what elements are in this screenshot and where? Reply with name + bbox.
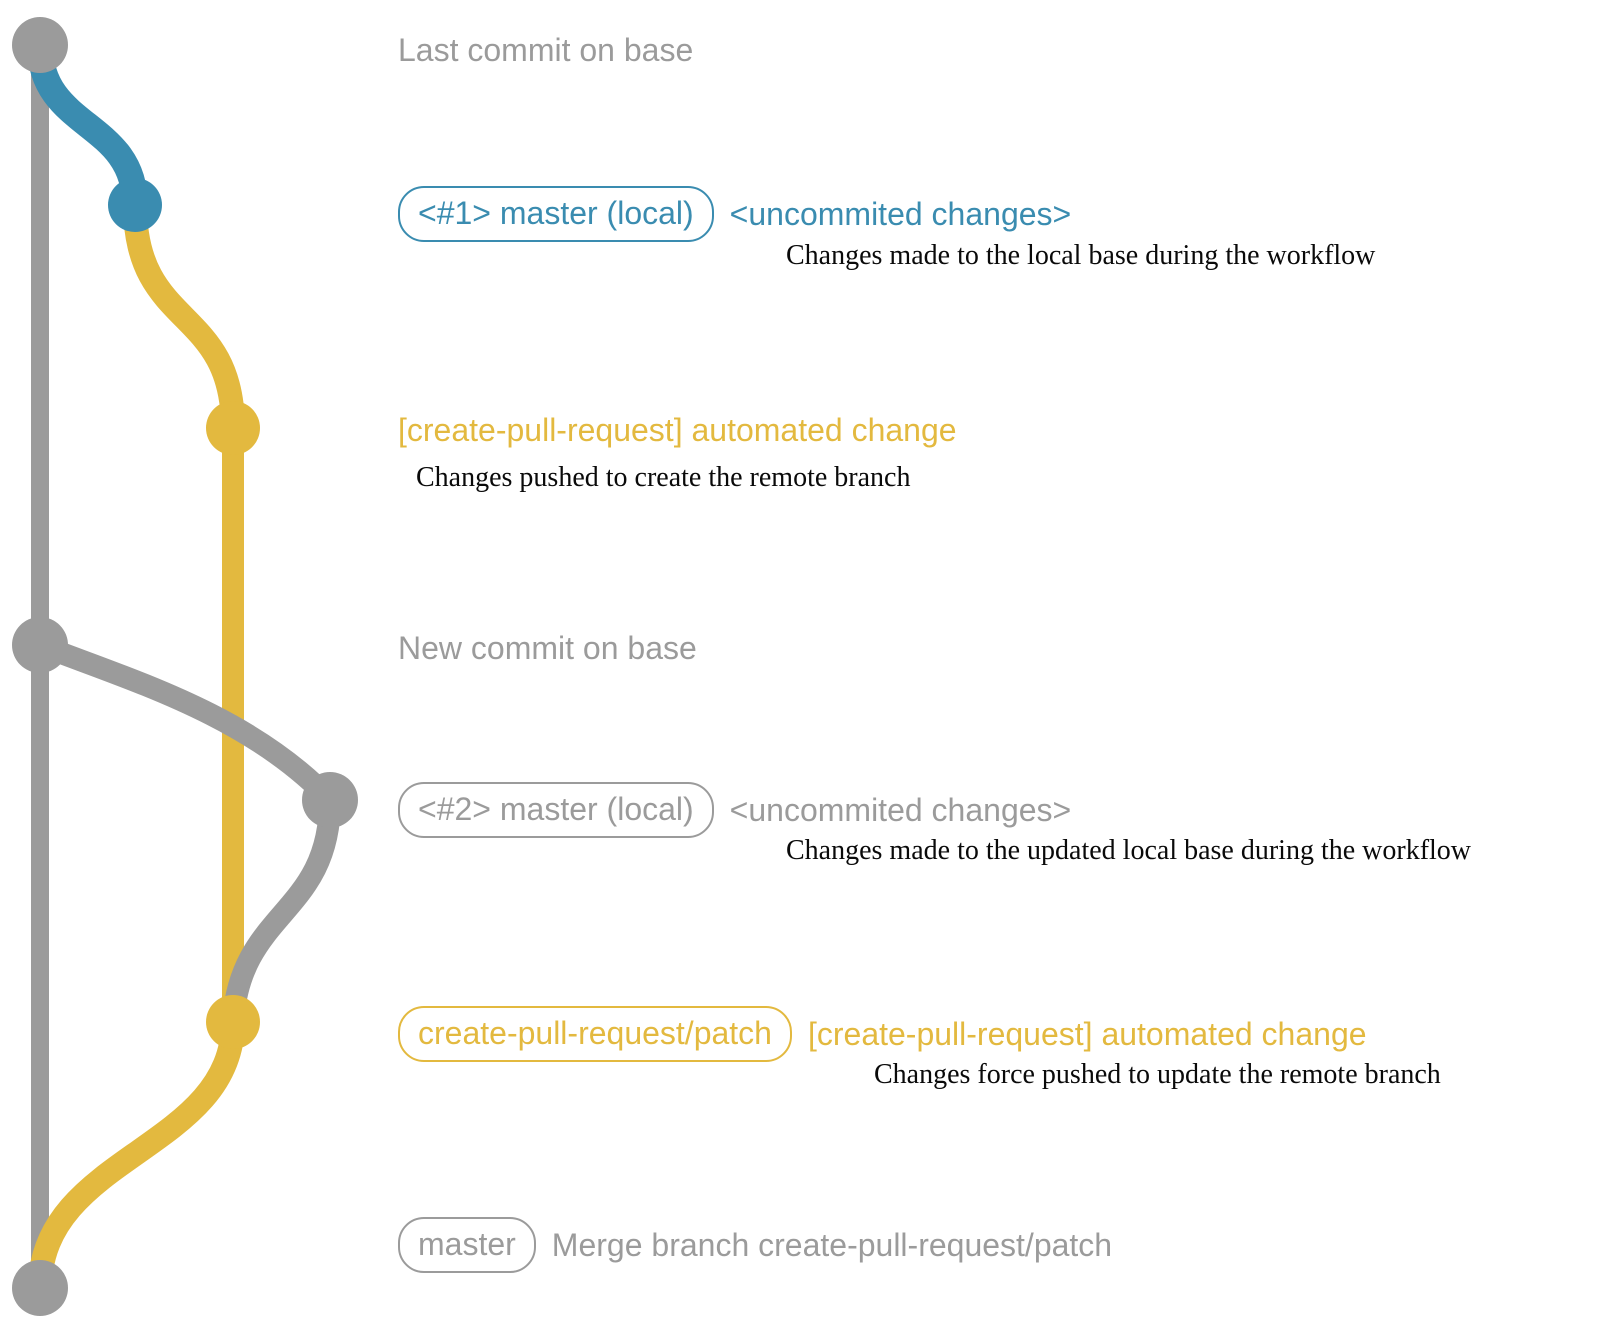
commit-node-local-2 (302, 772, 358, 828)
commit-message-local-1: <uncommited changes> (729, 196, 1072, 232)
commit-message-local-2: <uncommited changes> (729, 792, 1072, 828)
edge-local-1-to-patch-1 (123, 193, 245, 440)
edge-base-new-to-local-2 (29, 634, 341, 811)
commit-node-local-1 (108, 178, 162, 232)
row-patch-1: [create-pull-request] automated change (398, 412, 957, 448)
description-local-2: Changes made to the updated local base d… (786, 835, 1472, 866)
badge-master-local-1[interactable]: <#1> master (local) (398, 186, 714, 242)
row-local-2: <#2> master (local) <uncommited changes> (398, 782, 1071, 838)
commit-node-base-new (12, 617, 68, 673)
badge-master-local-2[interactable]: <#2> master (local) (398, 782, 714, 838)
commit-message-merge: Merge branch create-pull-request/patch (551, 1227, 1113, 1263)
description-patch-1: Changes pushed to create the remote bran… (416, 462, 911, 493)
headline-last-commit-on-base: Last commit on base (398, 32, 694, 68)
description-local-1: Changes made to the local base during th… (786, 240, 1376, 271)
edge-patch-2-to-merge (28, 1010, 245, 1300)
edge-local-2-to-patch-2 (222, 789, 341, 1033)
edge-base-to-local-1 (27, 32, 148, 218)
row-merge: master Merge branch create-pull-request/… (398, 1217, 1112, 1273)
headline-new-commit-on-base: New commit on base (398, 630, 697, 666)
row-local-1: <#1> master (local) <uncommited changes> (398, 186, 1071, 242)
commit-node-patch-2 (206, 995, 260, 1049)
badge-create-pull-request-patch[interactable]: create-pull-request/patch (398, 1006, 792, 1062)
description-patch-2: Changes force pushed to update the remot… (874, 1059, 1441, 1090)
row-patch-2: create-pull-request/patch [create-pull-r… (398, 1006, 1367, 1062)
row-new-commit-on-base: New commit on base (398, 630, 697, 666)
commit-node-base-last (12, 17, 68, 73)
commit-graph-lines (12, 17, 358, 1316)
headline-patch-1: [create-pull-request] automated change (398, 412, 957, 448)
commit-message-patch-2: [create-pull-request] automated change (807, 1016, 1367, 1052)
badge-master[interactable]: master (398, 1217, 536, 1273)
commit-node-merge (12, 1260, 68, 1316)
commit-node-patch-1 (206, 401, 260, 455)
row-last-commit-on-base: Last commit on base (398, 32, 693, 68)
